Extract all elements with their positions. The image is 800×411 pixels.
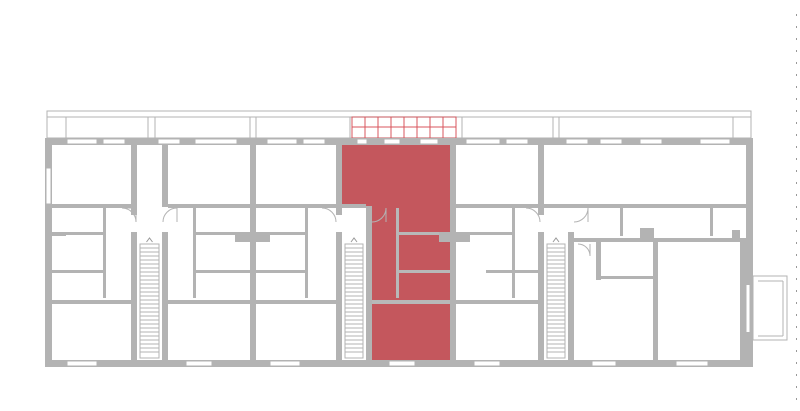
edge-dot xyxy=(796,38,797,40)
bottom-windows xyxy=(66,360,709,367)
edge-dot xyxy=(796,182,797,184)
stair-run xyxy=(139,243,160,359)
balcony-strip xyxy=(46,110,752,139)
top-windows xyxy=(66,138,731,145)
stairs xyxy=(139,237,566,359)
edge-dot xyxy=(796,194,797,196)
edge-dot xyxy=(796,86,797,88)
edge-dot xyxy=(796,110,797,112)
edge-dot xyxy=(796,218,797,220)
stair-arrow xyxy=(350,237,358,243)
stair-arrow xyxy=(146,237,153,243)
edge-dot xyxy=(796,266,797,268)
edge-dot xyxy=(796,158,797,160)
edge-dot xyxy=(796,398,797,400)
edge-dot xyxy=(796,290,797,292)
edge-dot xyxy=(796,374,797,376)
interior-walls xyxy=(131,145,746,360)
edge-dot xyxy=(796,74,797,76)
stair-run xyxy=(546,243,566,359)
door-swings xyxy=(121,207,591,257)
edge-dot xyxy=(796,134,797,136)
edge-dot xyxy=(796,14,797,16)
left-window xyxy=(45,167,52,205)
edge-dot xyxy=(796,62,797,64)
edge-dot xyxy=(796,98,797,100)
stair-run xyxy=(344,243,364,359)
edge-dot xyxy=(796,242,797,244)
edge-markers xyxy=(796,14,797,400)
edge-dot xyxy=(796,350,797,352)
edge-dot xyxy=(796,386,797,388)
edge-dot xyxy=(796,146,797,148)
edge-dot xyxy=(796,254,797,256)
edge-dot xyxy=(796,338,797,340)
edge-dot xyxy=(796,206,797,208)
edge-dot xyxy=(796,230,797,232)
edge-dot xyxy=(796,278,797,280)
edge-dot xyxy=(796,26,797,28)
edge-dot xyxy=(796,314,797,316)
edge-dot xyxy=(796,122,797,124)
edge-dot xyxy=(796,302,797,304)
edge-dot xyxy=(796,362,797,364)
edge-dot xyxy=(796,50,797,52)
stair-arrow xyxy=(552,237,560,243)
edge-dot xyxy=(796,170,797,172)
edge-dot xyxy=(796,326,797,328)
highlighted-balcony xyxy=(351,116,457,139)
highlighted-unit-partitions xyxy=(342,204,450,304)
right-balcony xyxy=(746,275,788,341)
interior-partitions xyxy=(52,204,746,304)
